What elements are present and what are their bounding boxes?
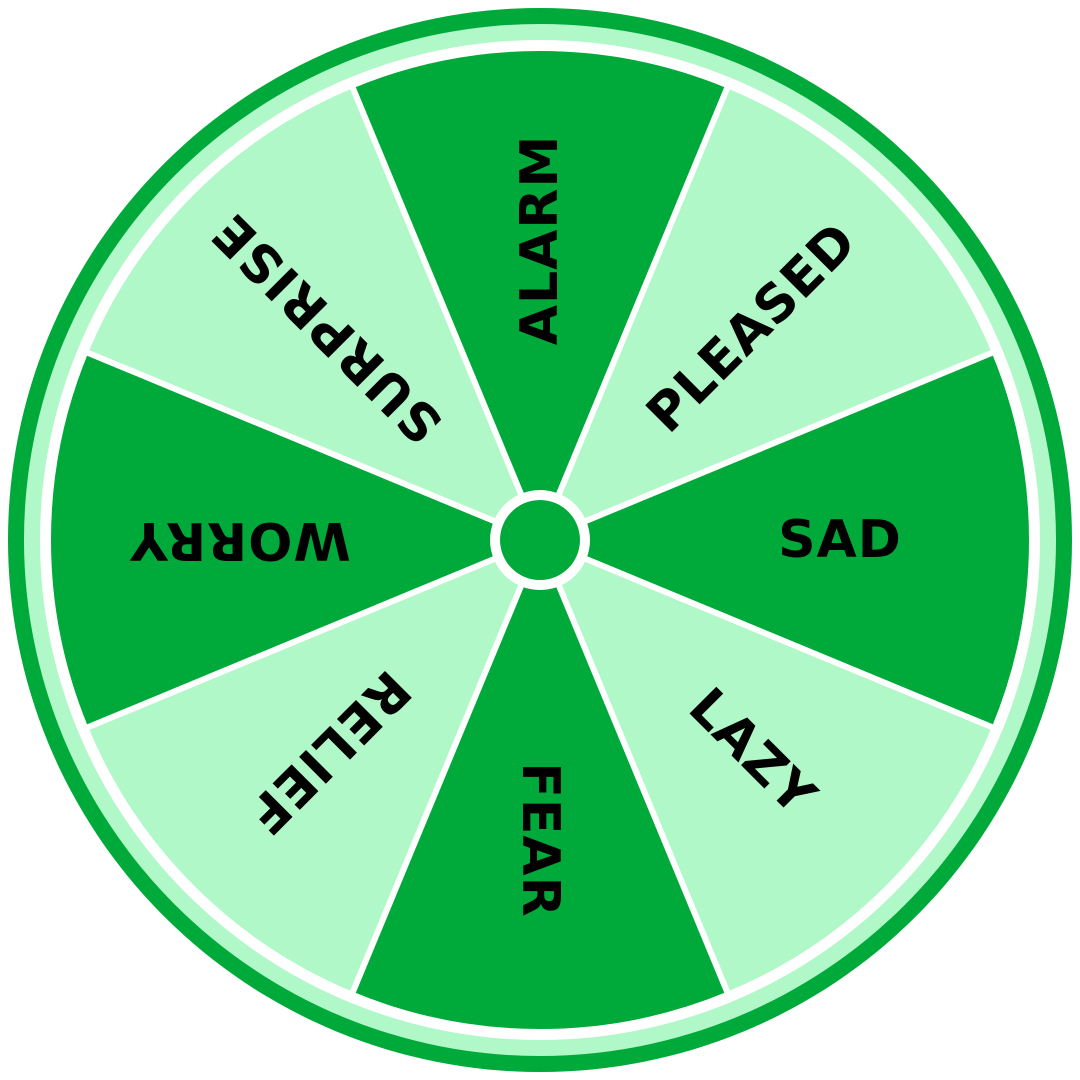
wheel-segment-lazy[interactable] bbox=[537, 537, 998, 998]
wheel-label-alarm: ALARM bbox=[510, 135, 570, 345]
wheel-segment-alarm[interactable] bbox=[348, 45, 732, 543]
wheel-label-worry: WORRY bbox=[129, 510, 351, 570]
wheel-segments bbox=[45, 45, 1035, 1035]
wheel-segment-relief[interactable] bbox=[82, 537, 543, 998]
wheel-segment-fear[interactable] bbox=[348, 537, 732, 1035]
wheel-hub[interactable] bbox=[500, 500, 580, 580]
wheel-segment-surprise[interactable] bbox=[82, 82, 543, 543]
wheel-segment-sad[interactable] bbox=[537, 348, 1035, 732]
wheel-label-sad: SAD bbox=[778, 510, 902, 570]
wheel-segment-worry[interactable] bbox=[45, 348, 543, 732]
wheel-label-fear: FEAR bbox=[510, 762, 570, 917]
wheel-segment-pleased[interactable] bbox=[537, 82, 998, 543]
